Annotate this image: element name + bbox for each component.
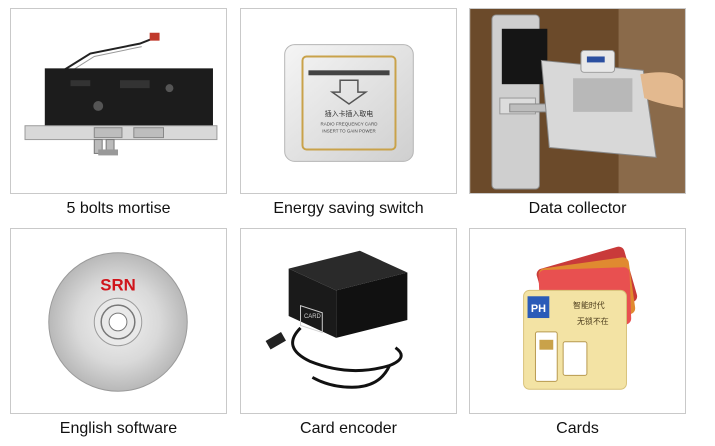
software-disc-image: SRN <box>10 228 227 414</box>
switch-text-en1: RADIO FREQUENCY CARD <box>321 122 378 127</box>
mortise-lock-image <box>10 8 227 194</box>
switch-text-cn: 插入卡插入取电 <box>325 109 373 118</box>
caption-mortise: 5 bolts mortise <box>66 200 171 217</box>
card-text-2: 无锁不在 <box>577 316 609 326</box>
card-encoder-image: CARD <box>240 228 457 414</box>
data-collector-image <box>469 8 686 194</box>
gallery-item-energy-switch: 插入卡插入取电 RADIO FREQUENCY CARD INSERT TO G… <box>240 8 457 225</box>
caption-cards: Cards <box>556 420 599 437</box>
gallery-item-card-encoder: CARD Card encoder <box>240 228 457 445</box>
gallery-item-mortise: 5 bolts mortise <box>10 8 227 225</box>
gallery-item-cards: PH 智能时代 无锁不在 Cards <box>469 228 686 445</box>
energy-switch-image: 插入卡插入取电 RADIO FREQUENCY CARD INSERT TO G… <box>240 8 457 194</box>
encoder-label: CARD <box>304 314 321 320</box>
disc-label: SRN <box>100 275 135 294</box>
switch-text-en2: INSERT TO GAIN POWER <box>322 129 375 134</box>
card-text-1: 智能时代 <box>573 300 605 310</box>
card-logo: PH <box>531 303 546 315</box>
gallery-item-data-collector: Data collector <box>469 8 686 225</box>
gallery-item-software: SRN English software <box>10 228 227 445</box>
caption-energy-switch: Energy saving switch <box>273 200 424 217</box>
cards-image: PH 智能时代 无锁不在 <box>469 228 686 414</box>
caption-software: English software <box>59 420 178 437</box>
caption-card-encoder: Card encoder <box>300 420 397 437</box>
caption-data-collector: Data collector <box>528 200 627 217</box>
